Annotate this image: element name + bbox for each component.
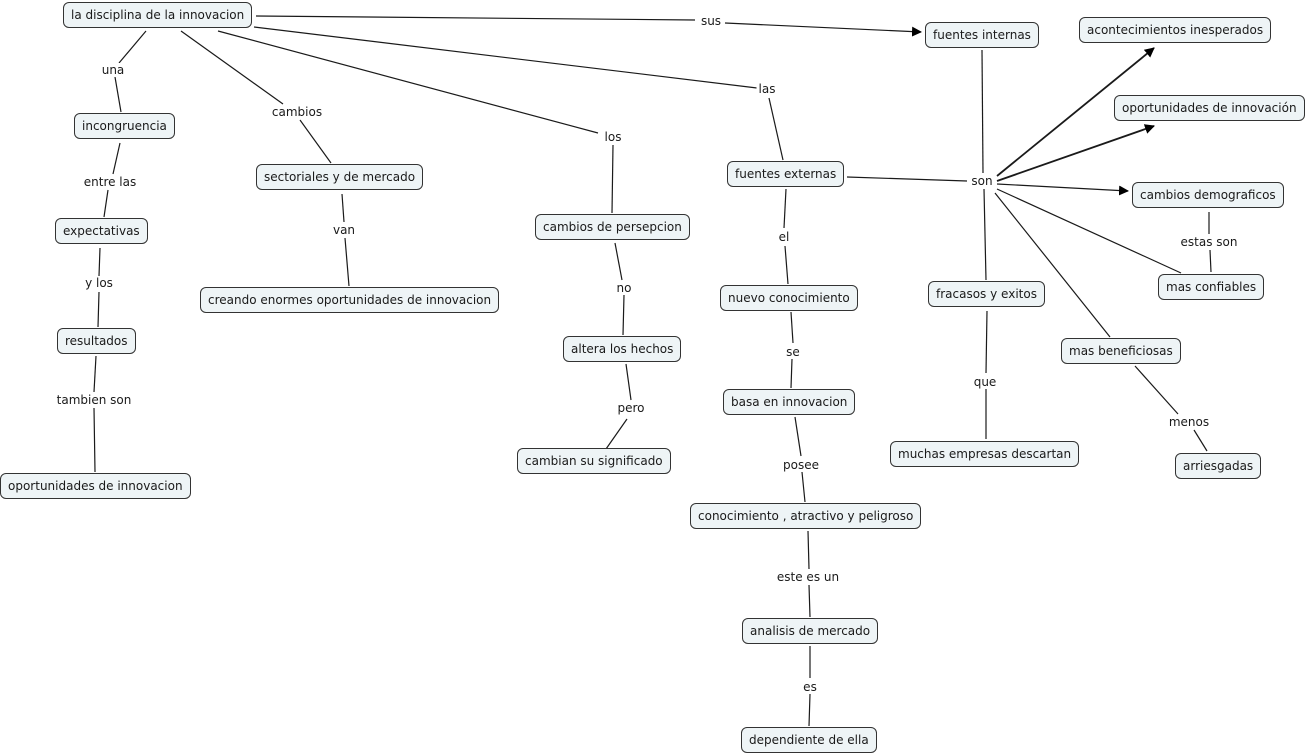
link-label-son[interactable]: son xyxy=(969,174,995,188)
edge xyxy=(118,30,147,64)
concept-node-nuevo[interactable]: nuevo conocimiento xyxy=(720,285,858,311)
edge xyxy=(344,237,350,287)
link-label-se[interactable]: se xyxy=(784,345,802,359)
link-label-no[interactable]: no xyxy=(614,281,634,295)
edge xyxy=(299,119,332,164)
link-label-las[interactable]: las xyxy=(756,82,778,96)
edge xyxy=(724,22,922,37)
edge xyxy=(1193,429,1208,452)
edge xyxy=(622,294,625,336)
link-label-posee[interactable]: posee xyxy=(781,458,821,472)
edge xyxy=(790,358,793,389)
concept-node-beneficiosas[interactable]: mas beneficiosas xyxy=(1061,338,1181,364)
link-label-este-es-un[interactable]: este es un xyxy=(774,570,842,584)
edge xyxy=(253,26,758,89)
edge xyxy=(112,142,121,175)
edge xyxy=(985,310,988,374)
edge xyxy=(994,192,1111,338)
link-label-menos[interactable]: menos xyxy=(1166,415,1212,429)
edge xyxy=(801,471,806,503)
edge xyxy=(807,530,810,570)
link-label-es[interactable]: es xyxy=(801,680,819,694)
link-label-tambien-son[interactable]: tambien son xyxy=(54,393,134,407)
concept-node-sectoriales[interactable]: sectoriales y de mercado xyxy=(256,164,424,190)
edge xyxy=(996,124,1155,182)
edge xyxy=(103,189,109,218)
edge xyxy=(783,188,787,229)
edge xyxy=(784,245,789,285)
edge xyxy=(605,418,628,450)
edge xyxy=(614,242,623,281)
edge xyxy=(808,584,811,618)
link-label-estas-son[interactable]: estas son xyxy=(1178,235,1240,249)
concept-node-creando[interactable]: creando enormes oportunidades de innovac… xyxy=(200,287,500,313)
edge xyxy=(996,188,1182,274)
concept-node-oportunidades-right[interactable]: oportunidades de innovación xyxy=(1114,95,1305,121)
concept-node-cambian[interactable]: cambian su significado xyxy=(517,448,671,474)
edge xyxy=(180,30,284,105)
link-label-entre-las[interactable]: entre las xyxy=(81,175,139,189)
concept-node-fracasos[interactable]: fracasos y exitos xyxy=(928,281,1045,307)
edge xyxy=(996,47,1155,177)
concept-node-arriesgadas[interactable]: arriesgadas xyxy=(1175,453,1262,479)
link-label-que[interactable]: que xyxy=(971,375,999,389)
edge xyxy=(790,311,794,344)
edge xyxy=(255,15,696,21)
edge xyxy=(114,76,122,113)
edge xyxy=(217,30,599,134)
edge xyxy=(97,291,100,328)
concept-node-resultados[interactable]: resultados xyxy=(57,328,136,354)
edge xyxy=(983,188,987,281)
concept-node-internas[interactable]: fuentes internas xyxy=(925,22,1039,48)
concept-node-demograficos[interactable]: cambios demograficos xyxy=(1132,182,1284,208)
link-label-los[interactable]: los xyxy=(602,130,624,144)
link-label-el[interactable]: el xyxy=(776,230,792,244)
edge xyxy=(794,416,802,457)
concept-node-oportunidades-left[interactable]: oportunidades de innovacion xyxy=(0,473,191,499)
concept-node-muchas[interactable]: muchas empresas descartan xyxy=(890,441,1080,467)
link-label-sus[interactable]: sus xyxy=(698,14,724,28)
edge xyxy=(1134,365,1179,415)
edge xyxy=(93,407,96,473)
concept-node-incongruencia[interactable]: incongruencia xyxy=(74,113,175,139)
edge xyxy=(1209,249,1212,273)
link-label-y-los[interactable]: y los xyxy=(83,276,115,290)
concept-node-expectativas[interactable]: expectativas xyxy=(55,218,148,244)
edge xyxy=(625,363,632,401)
concept-node-dependiente[interactable]: dependiente de ella xyxy=(741,727,877,753)
concept-node-acontecimientos[interactable]: acontecimientos inesperados xyxy=(1079,17,1272,43)
concept-node-root[interactable]: la disciplina de la innovacion xyxy=(63,2,253,28)
edge xyxy=(768,97,784,161)
edge xyxy=(846,176,968,182)
link-label-una[interactable]: una xyxy=(99,63,127,77)
concept-node-externas[interactable]: fuentes externas xyxy=(727,161,845,187)
link-label-pero[interactable]: pero xyxy=(615,401,647,415)
link-label-van[interactable]: van xyxy=(330,223,358,237)
edge xyxy=(611,144,614,214)
concept-node-analisis[interactable]: analisis de mercado xyxy=(742,618,879,644)
edge xyxy=(996,183,1129,196)
concept-node-persepcion[interactable]: cambios de persepcion xyxy=(535,214,690,240)
edge xyxy=(341,193,345,223)
concept-node-basa[interactable]: basa en innovacion xyxy=(723,389,856,415)
concept-node-confiables[interactable]: mas confiables xyxy=(1158,274,1265,300)
edge xyxy=(93,355,97,393)
edge xyxy=(981,49,984,174)
edge xyxy=(98,247,101,277)
concept-node-conocimiento[interactable]: conocimiento , atractivo y peligroso xyxy=(690,503,922,529)
edge xyxy=(808,693,811,727)
concept-node-altera[interactable]: altera los hechos xyxy=(563,336,682,362)
link-label-cambios[interactable]: cambios xyxy=(269,105,325,119)
